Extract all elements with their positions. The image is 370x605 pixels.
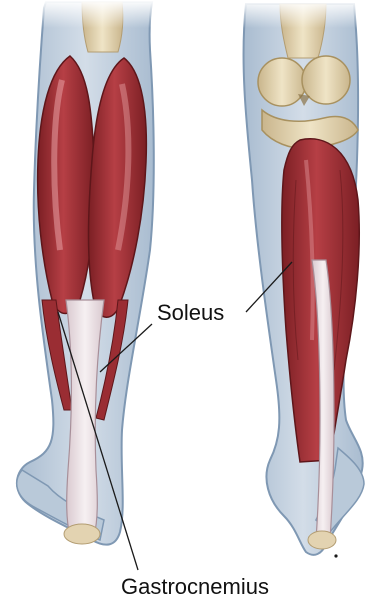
left-leg	[17, 2, 154, 545]
right-condyle-medial	[258, 58, 306, 106]
gastrocnemius-label: Gastrocnemius	[121, 576, 269, 598]
soleus-label: Soleus	[157, 302, 224, 324]
right-leg	[244, 4, 364, 558]
